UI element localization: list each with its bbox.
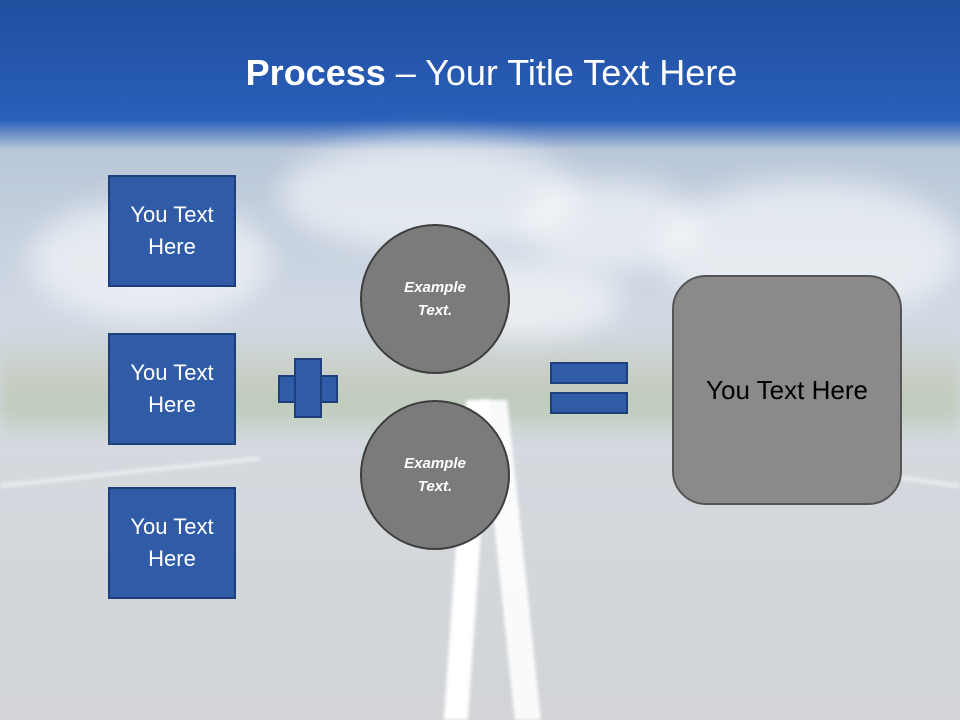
circle-label: Example Text. (404, 455, 466, 495)
circle-label: Example Text. (404, 279, 466, 319)
text-box-2[interactable]: You Text Here (108, 333, 236, 445)
title-rest: – Your Title Text Here (385, 52, 738, 93)
example-circle-2[interactable]: Example Text. (360, 400, 510, 550)
text-box-label: You Text Here (130, 360, 214, 417)
text-box-label: You Text Here (130, 514, 214, 571)
result-label: You Text Here (706, 374, 868, 405)
text-box-3[interactable]: You Text Here (108, 487, 236, 599)
example-circle-1[interactable]: Example Text. (360, 224, 510, 374)
result-box[interactable]: You Text Here (672, 275, 902, 505)
text-box-label: You Text Here (130, 202, 214, 259)
page-title: Process – Your Title Text Here (0, 52, 960, 94)
title-bold: Process (245, 52, 386, 93)
text-box-1[interactable]: You Text Here (108, 175, 236, 287)
